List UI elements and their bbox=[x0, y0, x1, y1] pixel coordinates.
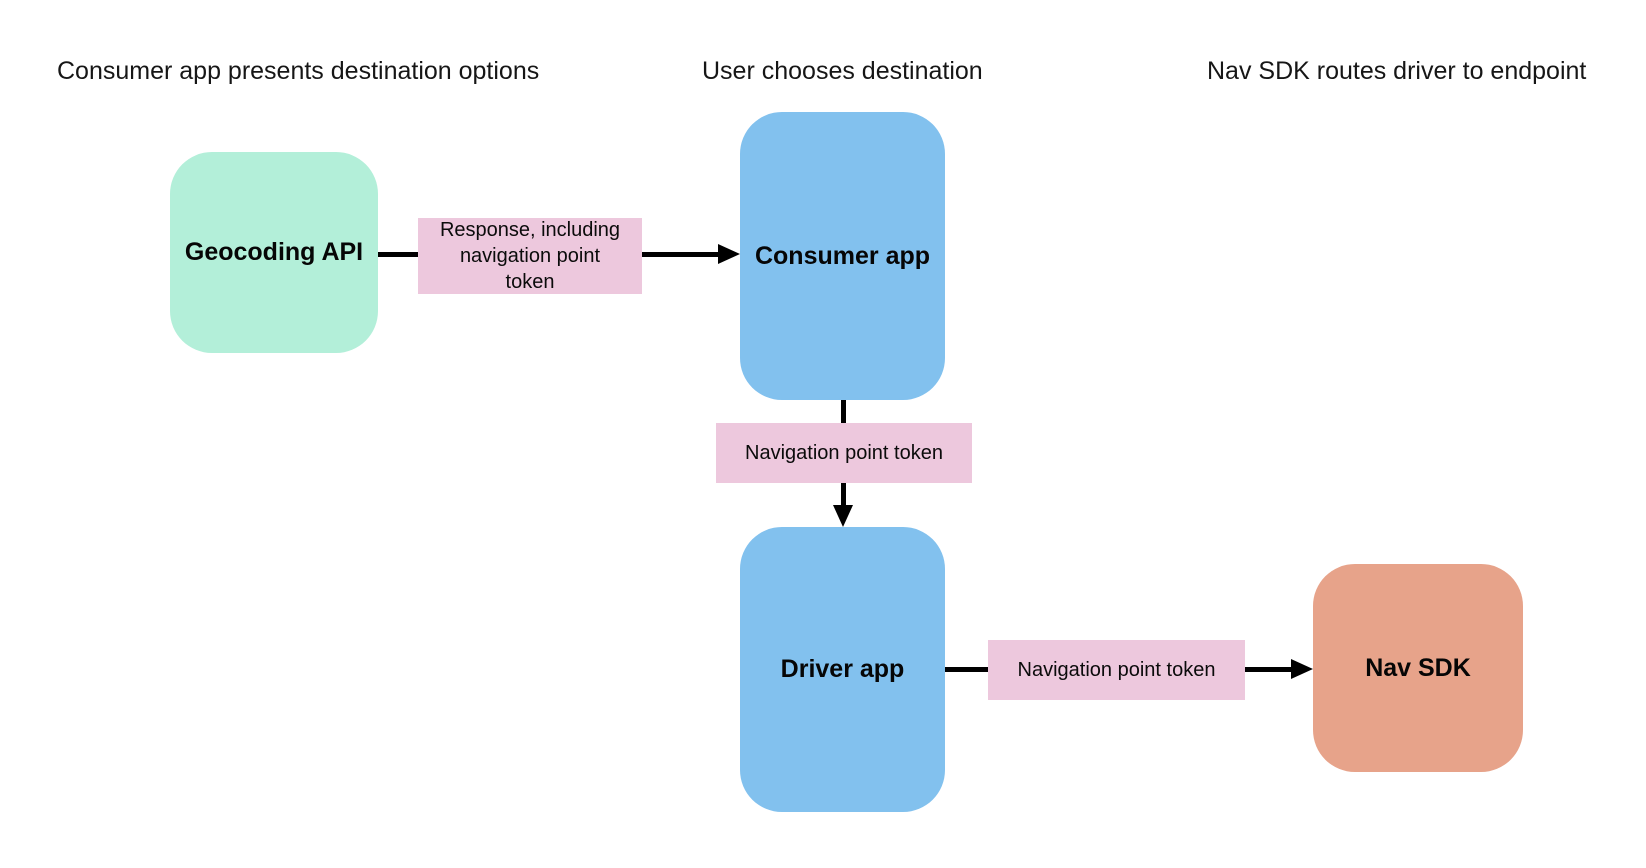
arrow-line-label-to-consumer bbox=[642, 252, 720, 257]
arrow-line-geocoding-to-label bbox=[378, 252, 418, 257]
phase-header-navsdk-routes: Nav SDK routes driver to endpoint bbox=[1207, 57, 1587, 85]
arrow-line-label-to-driver bbox=[841, 483, 846, 507]
node-consumer-app: Consumer app bbox=[740, 112, 945, 400]
node-nav-sdk: Nav SDK bbox=[1313, 564, 1523, 772]
node-driver-app: Driver app bbox=[740, 527, 945, 812]
arrow-line-driver-to-label bbox=[945, 667, 988, 672]
edge-label-navigation-point-token-2: Navigation point token bbox=[988, 640, 1245, 700]
arrow-line-label-to-navsdk bbox=[1245, 667, 1291, 672]
arrowhead-into-consumer-app bbox=[718, 244, 740, 264]
phase-header-user-chooses: User chooses destination bbox=[702, 57, 983, 85]
arrowhead-into-driver-app bbox=[833, 505, 853, 527]
node-geocoding-api: Geocoding API bbox=[170, 152, 378, 353]
phase-header-consumer-presents: Consumer app presents destination option… bbox=[57, 57, 540, 85]
edge-label-navigation-point-token-1: Navigation point token bbox=[716, 423, 972, 483]
edge-label-response-token: Response, including navigation point tok… bbox=[418, 218, 642, 294]
arrow-line-consumer-to-label bbox=[841, 400, 846, 423]
arrowhead-into-nav-sdk bbox=[1291, 659, 1313, 679]
